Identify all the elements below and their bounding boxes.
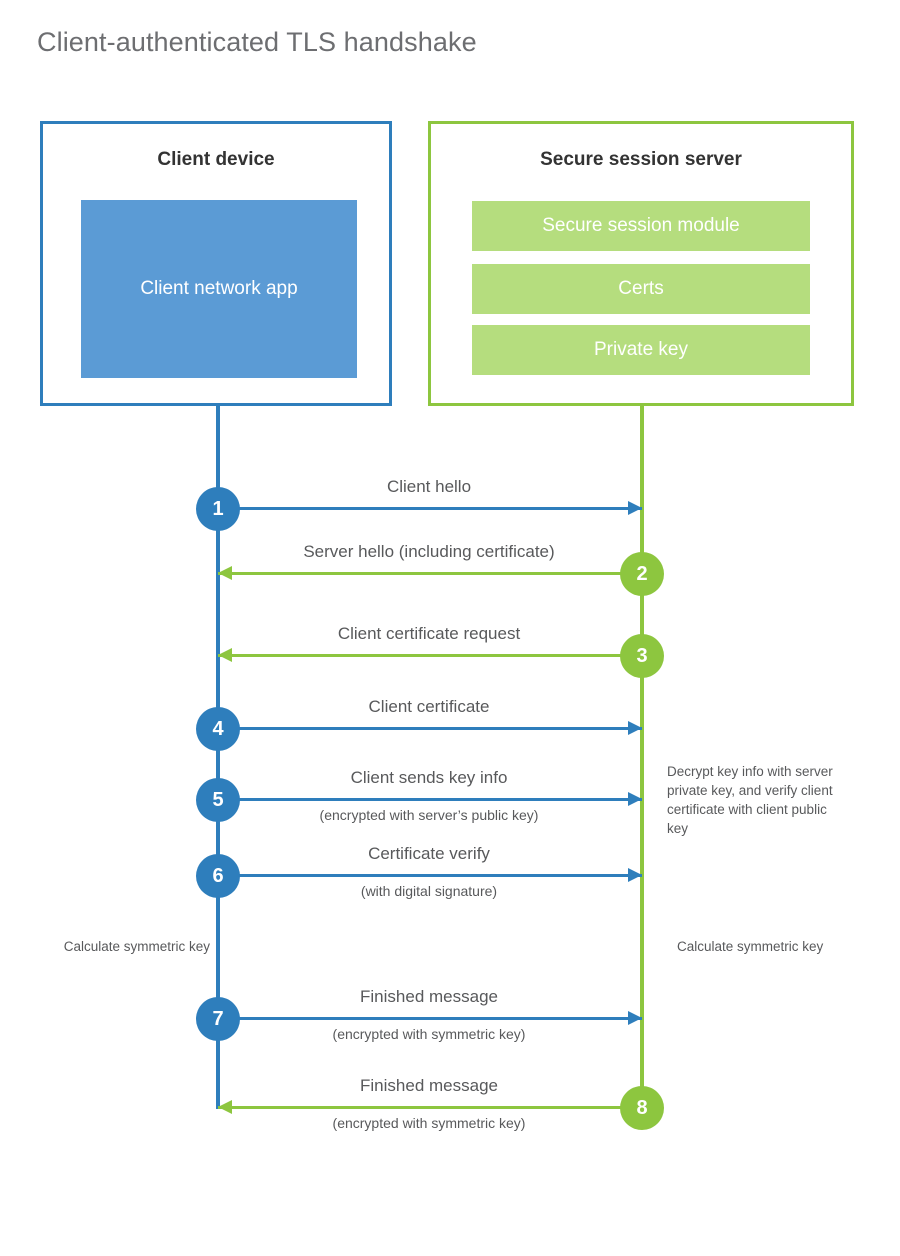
message-line-2: [218, 572, 642, 575]
annotation-decrypt-key-info: Decrypt key info with server private key…: [667, 764, 833, 837]
arrow-head-7: [628, 1011, 642, 1025]
step-circle-6[interactable]: 6: [196, 854, 240, 898]
message-line-7: [218, 1017, 642, 1020]
annotation-client-calculate-symmetric-key: Calculate symmetric key: [63, 939, 210, 954]
step-circle-8[interactable]: 8: [620, 1086, 664, 1130]
step-circle-7[interactable]: 7: [196, 997, 240, 1041]
message-sublabel-8: (encrypted with symmetric key): [332, 1115, 526, 1131]
message-label-3: Client certificate request: [337, 624, 521, 643]
server-block-private-key: Private key: [472, 325, 810, 375]
message-line-3: [218, 654, 642, 657]
client-device-title: Client device: [157, 149, 275, 170]
message-line-5: [218, 798, 642, 801]
client-lifeline: [216, 405, 220, 1109]
message-sublabel-6: (with digital signature): [360, 883, 498, 899]
arrow-head-8: [218, 1100, 232, 1114]
client-network-app-block: Client network app: [81, 200, 357, 378]
message-label-2: Server hello (including certificate): [303, 542, 555, 561]
step-circle-2[interactable]: 2: [620, 552, 664, 596]
message-label-6: Certificate verify: [368, 844, 490, 863]
arrow-head-6: [628, 868, 642, 882]
secure-session-server-title: Secure session server: [540, 149, 742, 170]
arrow-head-5: [628, 792, 642, 806]
page-title: Client-authenticated TLS handshake: [37, 27, 477, 57]
message-label-8: Finished message: [360, 1076, 498, 1095]
arrow-head-2: [218, 566, 232, 580]
message-label-4: Client certificate: [368, 697, 490, 716]
message-line-8: [218, 1106, 642, 1109]
message-line-4: [218, 727, 642, 730]
step-circle-1[interactable]: 1: [196, 487, 240, 531]
arrow-head-1: [628, 501, 642, 515]
annotation-server-calculate-symmetric-key: Calculate symmetric key: [677, 939, 824, 954]
step-circle-4[interactable]: 4: [196, 707, 240, 751]
server-lifeline: [640, 405, 644, 1106]
step-circle-3[interactable]: 3: [620, 634, 664, 678]
server-block-secure-session-module: Secure session module: [472, 201, 810, 251]
arrow-head-4: [628, 721, 642, 735]
server-block-certs: Certs: [472, 264, 810, 314]
message-label-7: Finished message: [360, 987, 498, 1006]
message-line-1: [218, 507, 642, 510]
message-line-6: [218, 874, 642, 877]
client-device-box: Client device Client network app: [40, 121, 392, 406]
message-sublabel-5: (encrypted with server’s public key): [319, 807, 539, 823]
secure-session-server-box: Secure session server Secure session mod…: [428, 121, 854, 406]
arrow-head-3: [218, 648, 232, 662]
step-circle-5[interactable]: 5: [196, 778, 240, 822]
message-label-1: Client hello: [386, 477, 472, 496]
message-sublabel-7: (encrypted with symmetric key): [332, 1026, 526, 1042]
message-label-5: Client sends key info: [350, 768, 508, 787]
